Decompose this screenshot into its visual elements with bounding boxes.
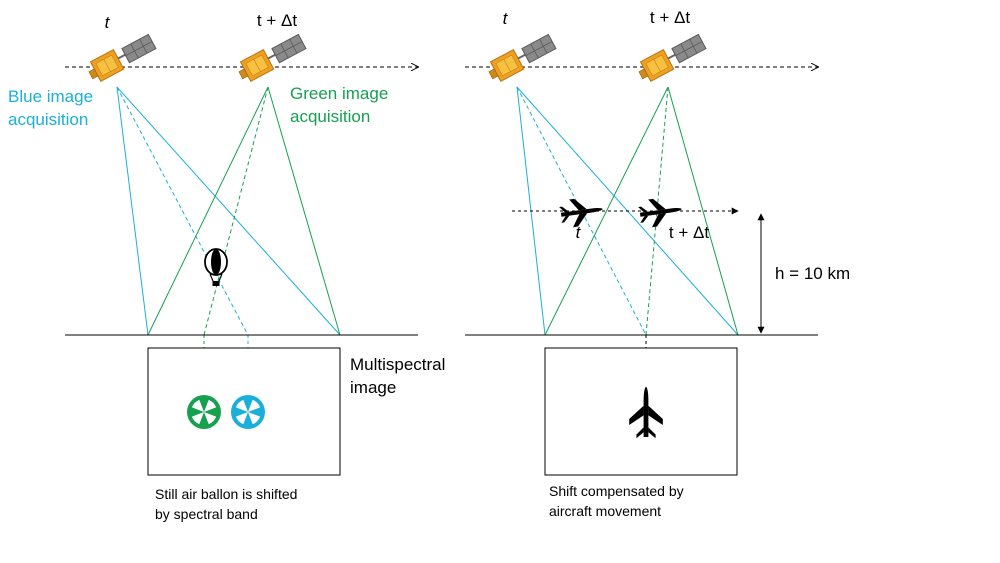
satellite-icon — [484, 30, 559, 86]
multispectral-image-label: image — [350, 378, 396, 397]
aircraft-time-label-t: t — [576, 223, 582, 242]
time-label-t-dt: t + Δt — [257, 11, 297, 30]
time-label-t: t — [105, 13, 111, 32]
left-caption: Still air ballon is shifted — [155, 486, 297, 502]
green-balloon-footprint-icon — [187, 395, 221, 429]
height-label: h = 10 km — [775, 264, 850, 283]
green-acquisition-label: Green image — [290, 84, 388, 103]
multispectral-image-label: Multispectral — [350, 355, 445, 374]
satellite-icon — [634, 30, 709, 86]
satellite-icon — [234, 30, 309, 86]
blue-acquisition-label: Blue image — [8, 87, 93, 106]
satellite-icon — [84, 30, 159, 86]
time-label-t: t — [503, 9, 509, 28]
right-caption: aircraft movement — [549, 503, 661, 519]
balloon-icon — [204, 248, 228, 287]
right-panel: t t + Δt t t + Δt h = 10 km Shift compen… — [465, 8, 850, 519]
left-panel: t t + Δt Blue image acquisition Green im… — [8, 11, 445, 522]
green-acquisition-label: acquisition — [290, 107, 370, 126]
left-caption: by spectral band — [155, 506, 258, 522]
right-caption: Shift compensated by — [549, 483, 684, 499]
blue-acquisition-label: acquisition — [8, 110, 88, 129]
aircraft-time-label-t-dt: t + Δt — [669, 223, 709, 242]
blue-balloon-footprint-icon — [231, 395, 265, 429]
green-view-cone — [147, 86, 341, 398]
time-label-t-dt: t + Δt — [650, 8, 690, 27]
aircraft-icon — [558, 195, 605, 229]
green-view-cone — [544, 86, 739, 336]
